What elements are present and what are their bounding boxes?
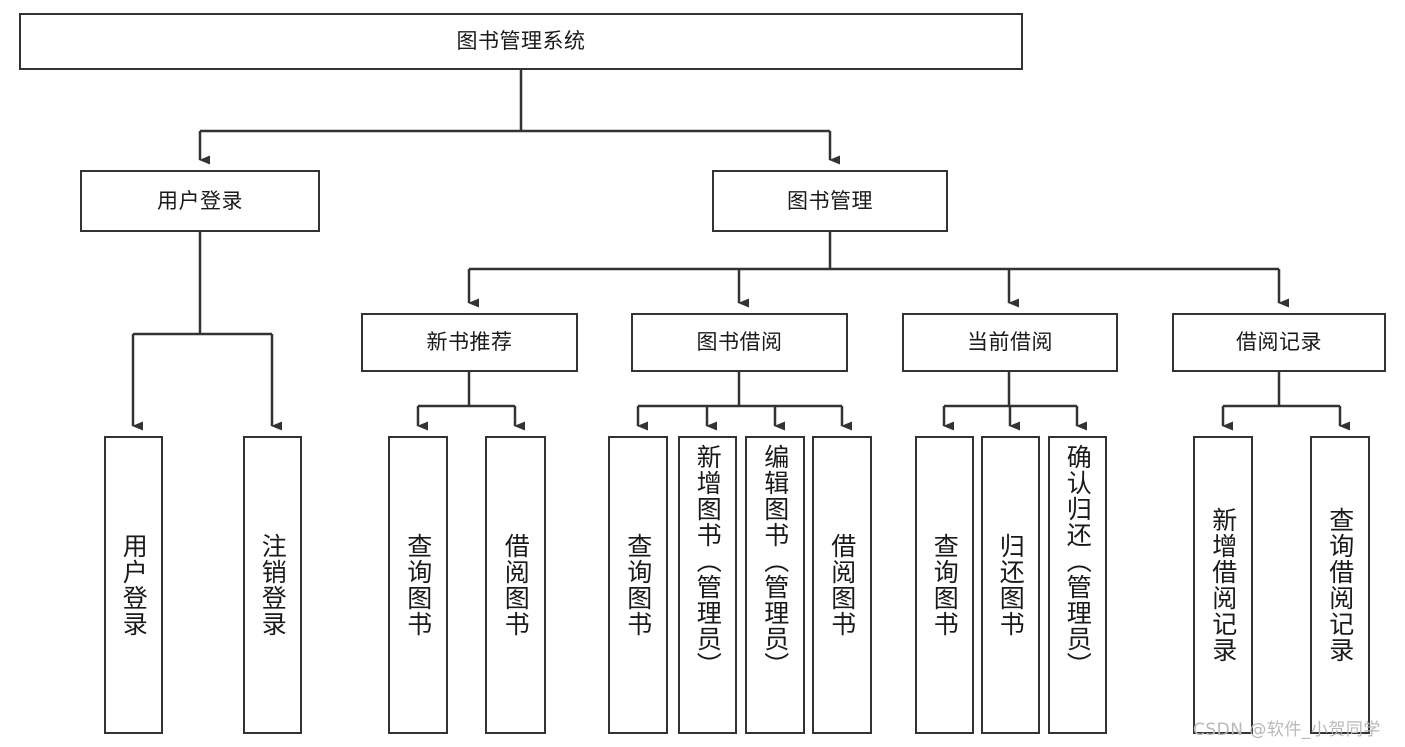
node-book-borrow-label: 图书借阅 (696, 330, 783, 355)
node-leaf-borrow-book-1[interactable]: 借阅图书 (485, 436, 546, 734)
node-leaf-borrow-book-2-label: 借阅图书 (827, 533, 857, 637)
node-leaf-add-book[interactable]: 新增图书（管理员） (678, 436, 737, 734)
node-leaf-query-record-label: 查询借阅记录 (1325, 507, 1355, 663)
node-leaf-add-book-label: 新增图书（管理员） (693, 444, 723, 678)
node-new-book-recommend[interactable]: 新书推荐 (361, 313, 578, 372)
node-leaf-query-book-2[interactable]: 查询图书 (608, 436, 668, 734)
node-leaf-edit-book-label: 编辑图书（管理员） (760, 444, 790, 678)
node-new-book-recommend-label: 新书推荐 (426, 330, 513, 355)
node-borrow-record[interactable]: 借阅记录 (1172, 313, 1386, 372)
node-leaf-query-book-1[interactable]: 查询图书 (388, 436, 448, 734)
node-book-borrow[interactable]: 图书借阅 (631, 313, 848, 372)
node-leaf-add-record[interactable]: 新增借阅记录 (1193, 436, 1253, 734)
node-leaf-confirm-return[interactable]: 确认归还（管理员） (1048, 436, 1107, 734)
node-leaf-user-login[interactable]: 用户登录 (104, 436, 163, 734)
node-leaf-edit-book[interactable]: 编辑图书（管理员） (745, 436, 805, 734)
node-leaf-return-book-label: 归还图书 (996, 533, 1026, 637)
node-leaf-borrow-book-1-label: 借阅图书 (501, 533, 531, 637)
node-user-login[interactable]: 用户登录 (80, 170, 320, 232)
node-root-label: 图书管理系统 (456, 29, 586, 54)
node-leaf-borrow-book-2[interactable]: 借阅图书 (812, 436, 872, 734)
node-user-login-label: 用户登录 (157, 188, 243, 213)
node-leaf-query-record[interactable]: 查询借阅记录 (1310, 436, 1370, 734)
node-leaf-confirm-return-label: 确认归还（管理员） (1063, 444, 1093, 678)
node-leaf-return-book[interactable]: 归还图书 (981, 436, 1040, 734)
node-leaf-user-login-label: 用户登录 (119, 533, 149, 637)
node-leaf-user-logout-label: 注销登录 (258, 533, 288, 637)
node-book-manage[interactable]: 图书管理 (712, 170, 948, 232)
node-current-borrow[interactable]: 当前借阅 (902, 313, 1118, 372)
node-root[interactable]: 图书管理系统 (19, 13, 1023, 70)
node-book-manage-label: 图书管理 (787, 188, 873, 213)
node-leaf-query-book-3-label: 查询图书 (930, 533, 960, 637)
csdn-watermark: CSDN @软件_小贺同学 (1193, 720, 1381, 740)
node-borrow-record-label: 借阅记录 (1236, 330, 1322, 355)
node-leaf-add-record-label: 新增借阅记录 (1208, 507, 1238, 663)
node-current-borrow-label: 当前借阅 (967, 330, 1053, 355)
node-leaf-user-logout[interactable]: 注销登录 (243, 436, 302, 734)
node-leaf-query-book-1-label: 查询图书 (403, 533, 433, 637)
node-leaf-query-book-3[interactable]: 查询图书 (915, 436, 974, 734)
node-leaf-query-book-2-label: 查询图书 (623, 533, 653, 637)
